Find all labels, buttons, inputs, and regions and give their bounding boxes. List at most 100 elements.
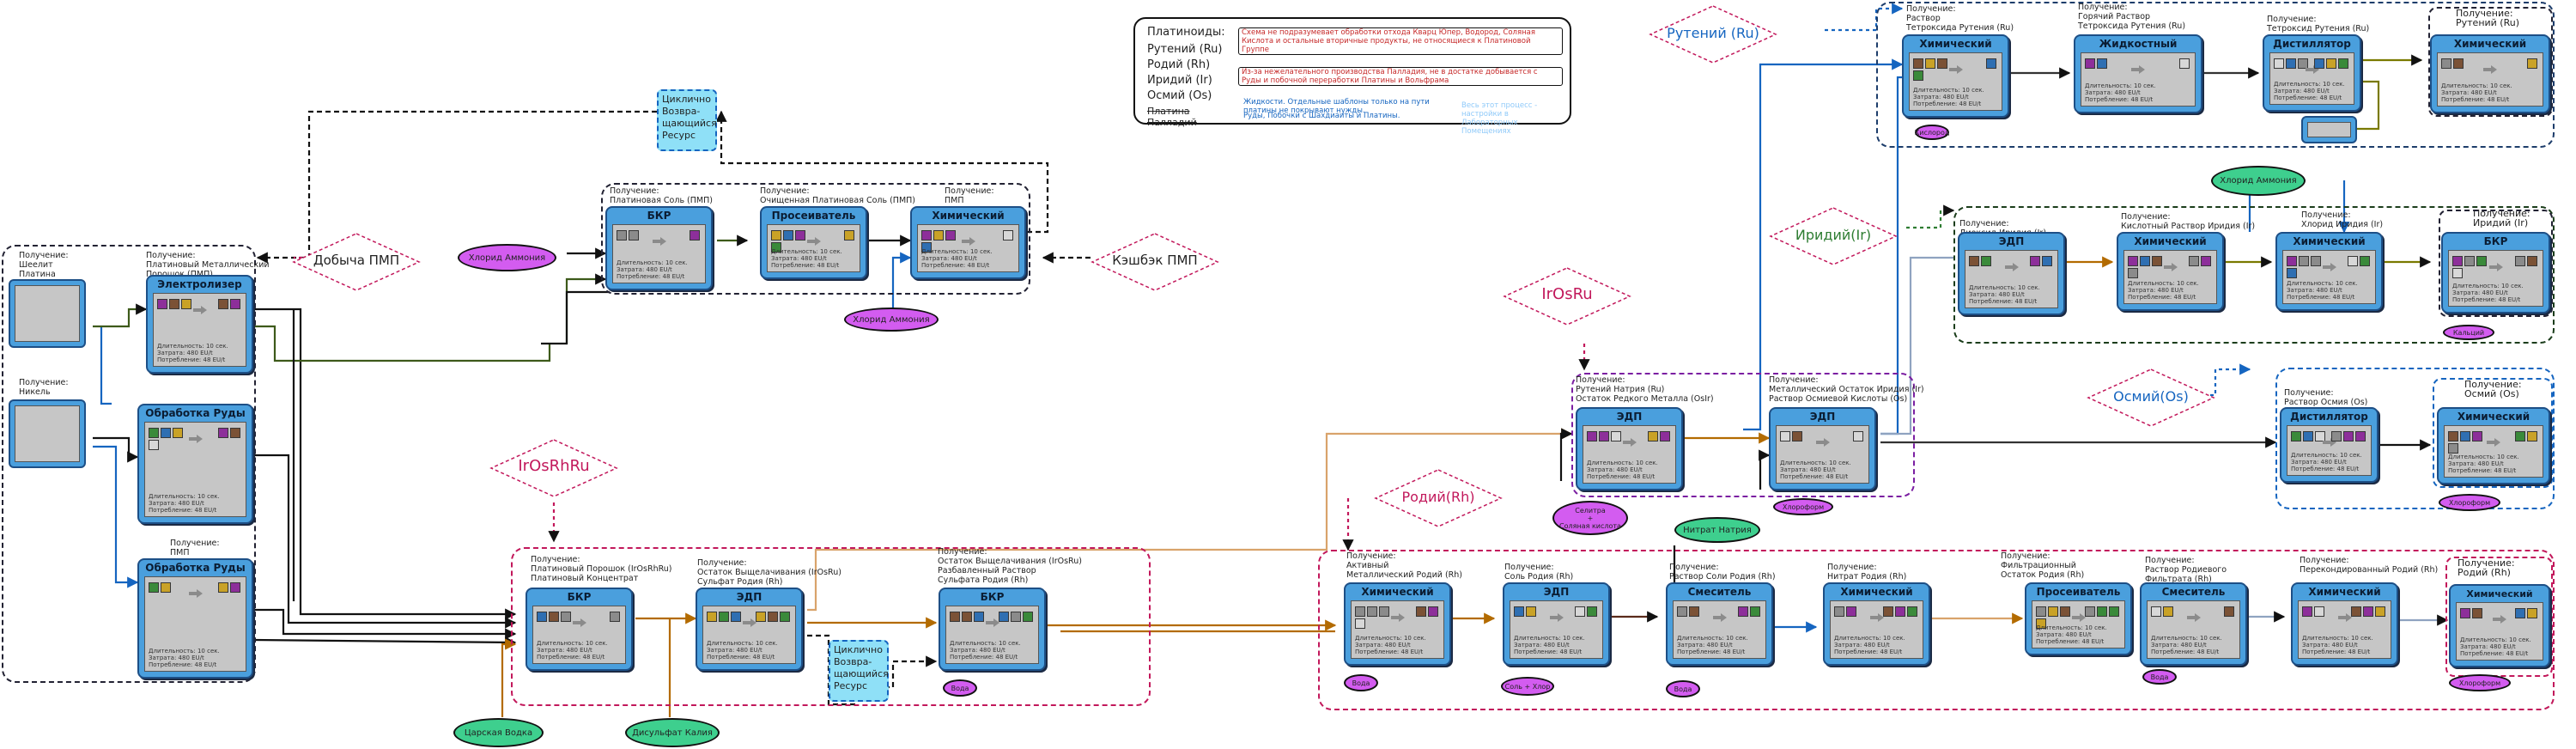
output-slot[interactable] — [1986, 58, 1996, 69]
input-slot[interactable] — [2448, 443, 2458, 454]
output-slot[interactable] — [1023, 612, 1033, 622]
input-slot[interactable] — [2464, 256, 2475, 266]
output-slot[interactable] — [2515, 431, 2525, 441]
input-slot[interactable] — [2460, 608, 2470, 618]
iridium-chem-machine-1[interactable]: Химический РеакторДлительность: 10 сек. … — [2117, 232, 2224, 311]
osmium-chem-machine[interactable]: Химический РеакторДлительность: 10 сек. … — [2437, 407, 2550, 484]
input-slot[interactable] — [1587, 431, 1597, 441]
input-slot[interactable] — [2448, 431, 2458, 441]
output-slot[interactable] — [1883, 606, 1893, 617]
input-slot[interactable] — [161, 428, 171, 438]
iridium-chem-machine-2[interactable]: Химический РеакторДлительность: 10 сек. … — [2275, 232, 2383, 311]
input-slot[interactable] — [921, 242, 932, 253]
rhodium-chem-machine-2[interactable]: Химический РеакторДлительность: 10 сек. … — [1823, 582, 1930, 666]
output-slot[interactable] — [1907, 606, 1917, 617]
input-slot[interactable] — [537, 612, 547, 622]
input-slot[interactable] — [2286, 58, 2296, 69]
output-slot[interactable] — [218, 582, 228, 593]
output-slot[interactable] — [2527, 608, 2537, 618]
input-slot[interactable] — [1981, 256, 1991, 266]
output-slot[interactable] — [230, 299, 240, 309]
output-slot[interactable] — [2527, 58, 2537, 69]
output-slot[interactable] — [999, 612, 1009, 622]
input-slot[interactable] — [945, 230, 956, 241]
output-slot[interactable] — [690, 230, 700, 241]
input-slot[interactable] — [1925, 58, 1935, 69]
input-slot[interactable] — [2163, 606, 2173, 617]
input-slot[interactable] — [1599, 431, 1609, 441]
input-slot[interactable] — [2314, 606, 2324, 617]
input-slot[interactable] — [2287, 256, 2297, 266]
output-slot[interactable] — [1738, 606, 1748, 617]
input-slot[interactable] — [1792, 431, 1802, 441]
input-slot[interactable] — [1913, 58, 1923, 69]
output-slot[interactable] — [230, 428, 240, 438]
input-slot[interactable] — [149, 428, 159, 438]
input-slot[interactable] — [2298, 58, 2308, 69]
output-slot[interactable] — [2363, 606, 2373, 617]
output-slot[interactable] — [780, 612, 790, 622]
input-slot[interactable] — [2151, 606, 2161, 617]
input-slot[interactable] — [549, 612, 559, 622]
input-slot[interactable] — [1780, 431, 1790, 441]
input-slot[interactable] — [2128, 268, 2138, 278]
output-slot[interactable] — [610, 612, 620, 622]
output-slot[interactable] — [2515, 608, 2525, 618]
input-slot[interactable] — [795, 230, 805, 241]
output-slot[interactable] — [2355, 431, 2366, 441]
input-slot[interactable] — [962, 612, 972, 622]
input-slot[interactable] — [149, 582, 159, 593]
ruthenium-chem-machine-1[interactable]: Химический РеакторДлительность: 10 сек. … — [1902, 34, 2009, 118]
input-slot[interactable] — [2452, 256, 2463, 266]
input-slot[interactable] — [2128, 256, 2138, 266]
ruthenium-heater-machine[interactable]: Жидкостный НагревательДлительность: 10 с… — [2074, 34, 2202, 113]
rhodium-chem-machine-3[interactable]: Химический РеакторДлительность: 10 сек. … — [2291, 582, 2398, 666]
output-slot[interactable] — [2314, 58, 2324, 69]
output-slot[interactable] — [2097, 606, 2107, 617]
input-slot[interactable] — [1689, 606, 1699, 617]
input-slot[interactable] — [1367, 606, 1377, 617]
output-slot[interactable] — [1648, 431, 1658, 441]
input-slot[interactable] — [783, 230, 793, 241]
input-slot[interactable] — [1526, 606, 1536, 617]
input-slot[interactable] — [950, 612, 960, 622]
rhodium-chem-machine-4[interactable]: Химический РеакторДлительность: 10 сек. … — [2449, 584, 2550, 667]
input-slot[interactable] — [2036, 606, 2046, 617]
output-slot[interactable] — [844, 230, 854, 241]
input-slot[interactable] — [2452, 268, 2463, 278]
input-slot[interactable] — [1355, 618, 1365, 629]
input-slot[interactable] — [771, 230, 781, 241]
input-slot[interactable] — [974, 612, 984, 622]
output-slot[interactable] — [1587, 606, 1597, 617]
output-slot[interactable] — [1416, 606, 1426, 617]
input-slot[interactable] — [617, 230, 627, 241]
output-slot[interactable] — [2326, 58, 2336, 69]
input-slot[interactable] — [933, 230, 944, 241]
input-slot[interactable] — [1834, 606, 1844, 617]
input-slot[interactable] — [1969, 256, 1979, 266]
input-slot[interactable] — [2472, 431, 2482, 441]
output-slot[interactable] — [218, 428, 228, 438]
input-slot[interactable] — [771, 242, 781, 253]
output-slot[interactable] — [2179, 58, 2190, 69]
input-slot[interactable] — [2048, 606, 2058, 617]
output-slot[interactable] — [2527, 256, 2537, 266]
input-slot[interactable] — [2085, 58, 2095, 69]
input-slot[interactable] — [2299, 256, 2309, 266]
output-slot[interactable] — [1003, 230, 1013, 241]
output-slot[interactable] — [1575, 606, 1585, 617]
input-slot[interactable] — [2441, 58, 2451, 69]
output-slot[interactable] — [230, 582, 240, 593]
